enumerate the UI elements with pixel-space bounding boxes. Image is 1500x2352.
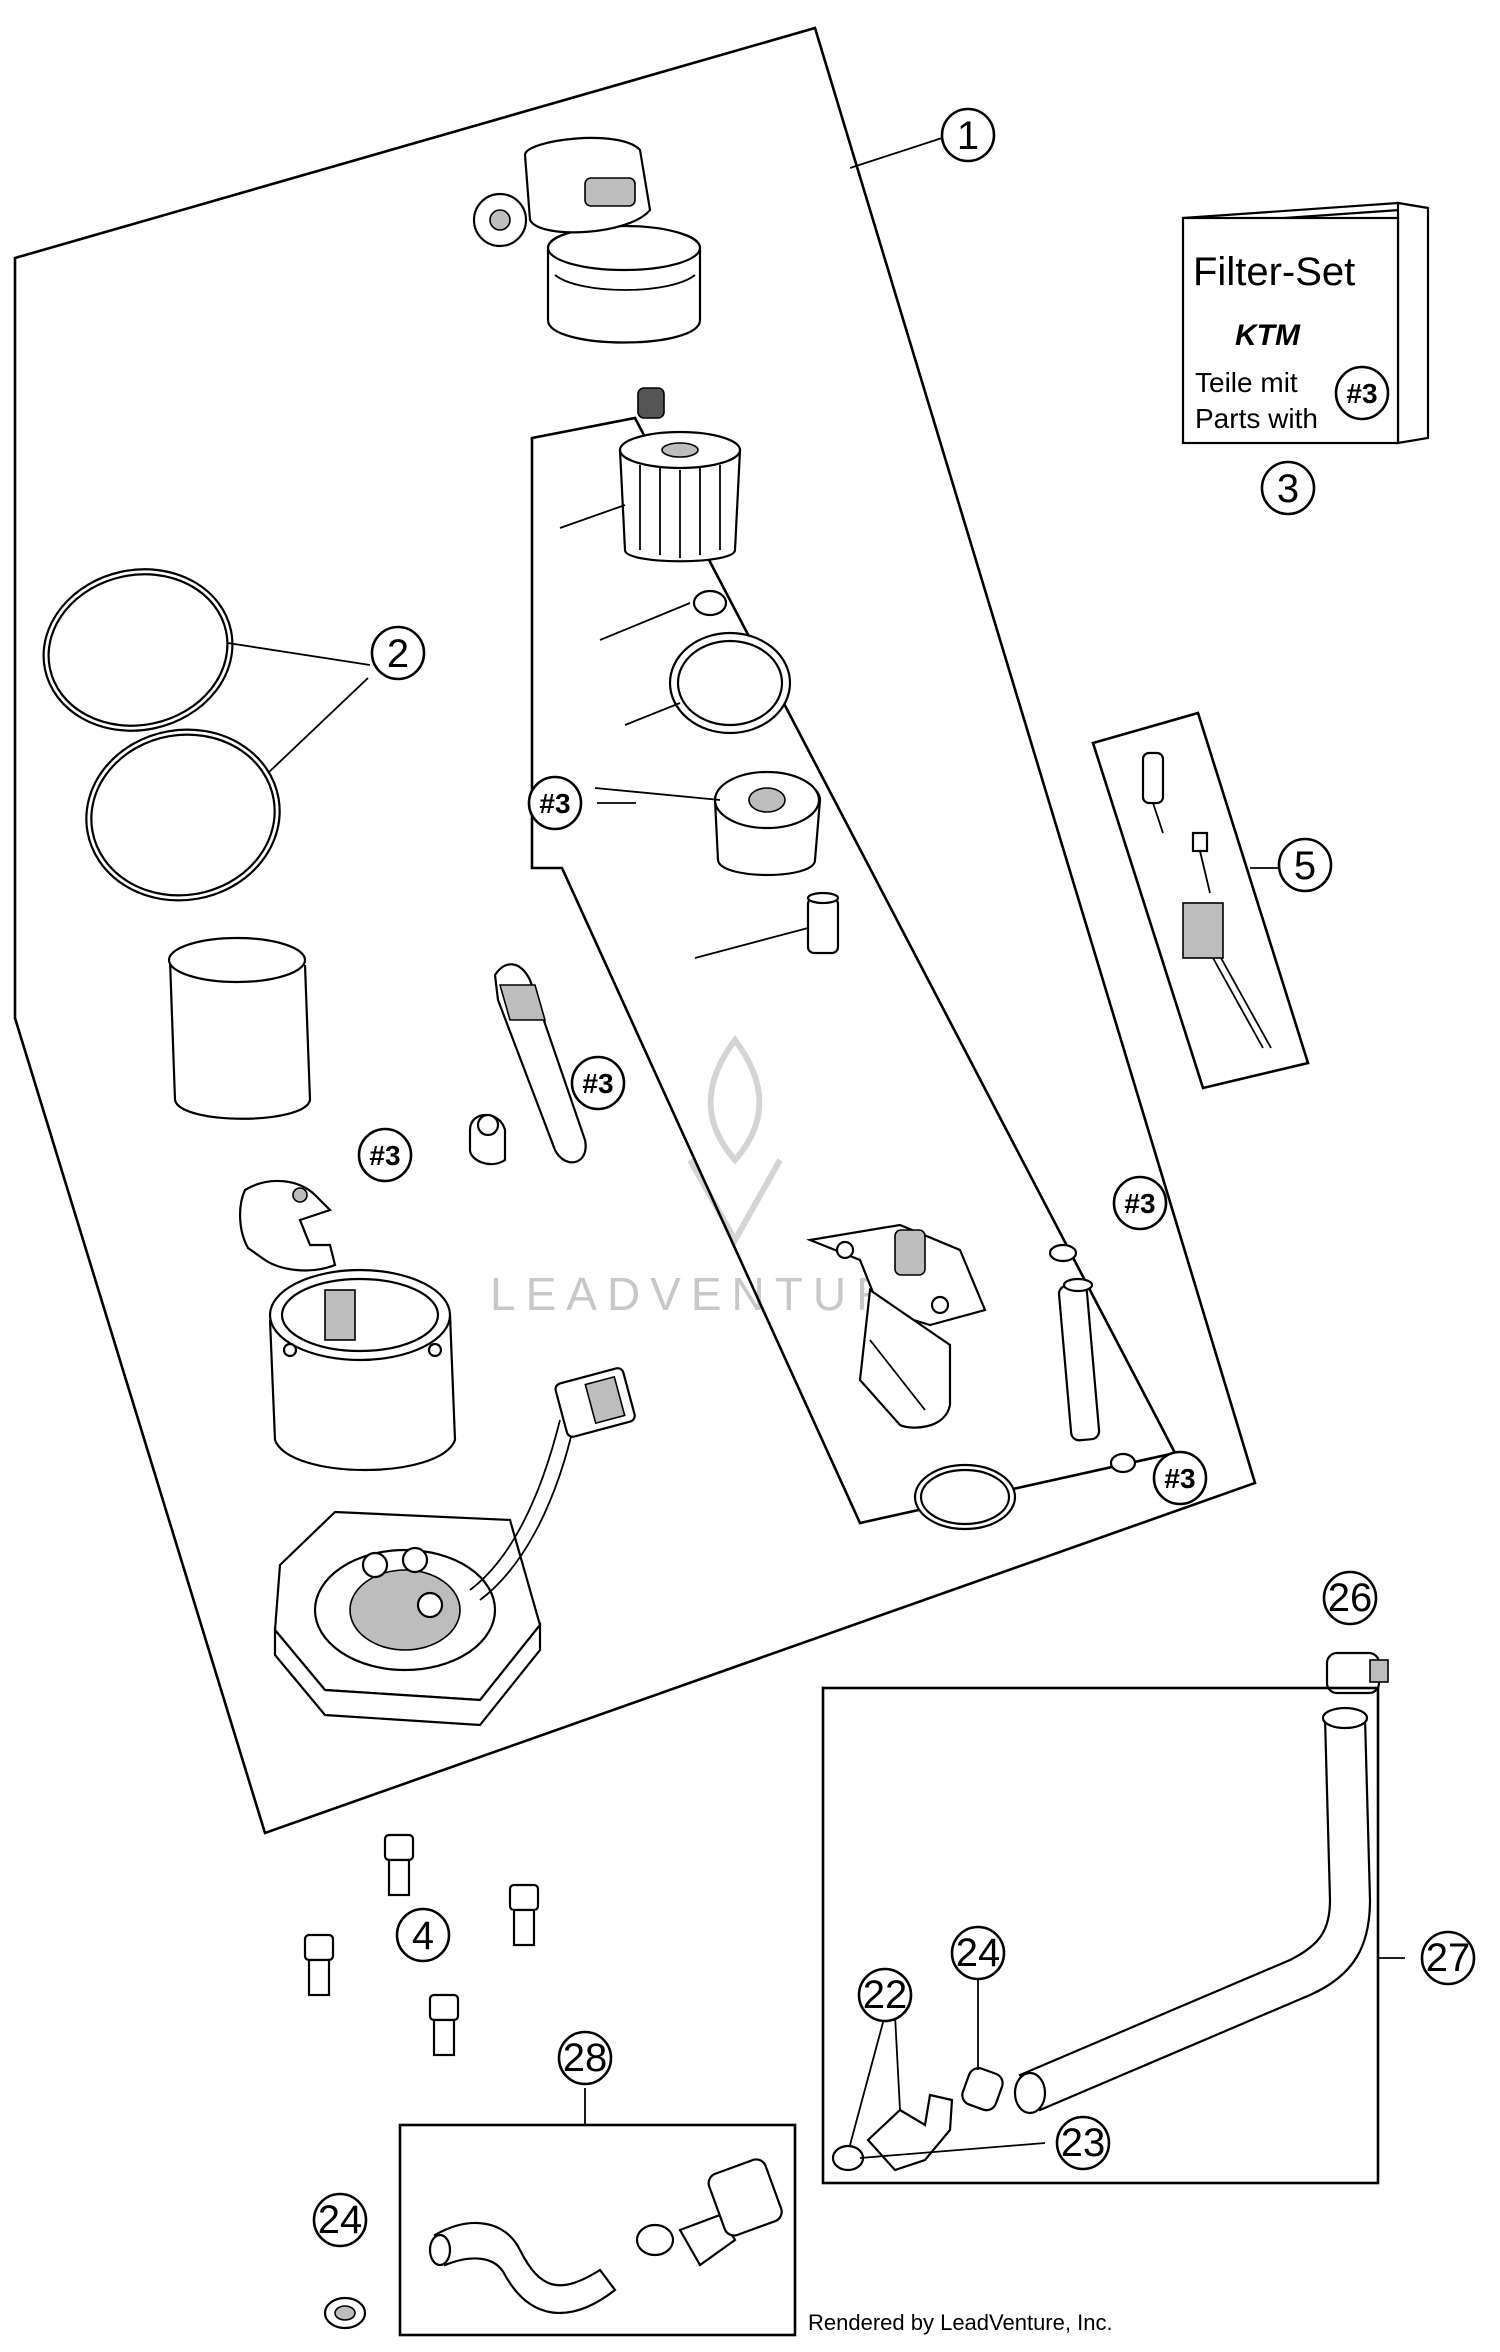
svg-text:22: 22 (863, 1973, 908, 2017)
ktm-logo: KTM (1235, 319, 1301, 352)
callout-4: 4 (395, 1907, 451, 1963)
ref-3-a: #3 (527, 775, 583, 831)
hose-box-27 (821, 1686, 1405, 2185)
filter-parts (618, 387, 840, 955)
pump-motor (805, 1223, 987, 1429)
filter-set-line1: Teile mit (1195, 367, 1298, 398)
filter-leaders (531, 417, 809, 959)
callout-24-upper: 24 (950, 1925, 1006, 1981)
svg-text:#3: #3 (1124, 1188, 1155, 1219)
svg-text:#3: #3 (539, 788, 570, 819)
svg-text:26: 26 (1328, 1576, 1373, 1620)
filter-set-badge: #3 (1346, 378, 1377, 409)
svg-text:24: 24 (318, 2198, 363, 2242)
render-credit: Rendered by LeadVenture, Inc. (808, 2310, 1113, 2335)
callout-26: 26 (1322, 1570, 1378, 1626)
watermark: LEADVENTURE (490, 1034, 940, 1320)
svg-text:28: 28 (563, 2036, 608, 2080)
bolts-4 (303, 1833, 540, 2057)
hose-box-28 (398, 2088, 797, 2337)
pump-top-housing (472, 136, 702, 344)
svg-text:#3: #3 (1164, 1463, 1195, 1494)
svg-text:4: 4 (412, 1914, 434, 1958)
filter-set-line2: Parts with (1195, 403, 1318, 434)
callout-1: 1 (940, 107, 996, 163)
callout-22: 22 (857, 1967, 913, 2023)
clamp-26 (1325, 1651, 1389, 1695)
ref-3-b: #3 (570, 1055, 626, 1111)
pipe-with-rings (1048, 1243, 1137, 1474)
svg-text:27: 27 (1426, 1936, 1471, 1980)
callout-24-lower: 24 (312, 2192, 368, 2248)
svg-text:24: 24 (956, 1931, 1001, 1975)
motor-o-ring-inner (919, 1468, 1011, 1526)
svg-text:2: 2 (387, 632, 409, 676)
filter-set-box: Filter-Set KTM Teile mit Parts with #3 (1181, 201, 1430, 445)
watermark-text: LEADVENTURE (490, 1268, 940, 1320)
svg-text:1: 1 (957, 114, 979, 158)
filter-sleeve (167, 936, 312, 1120)
svg-text:3: 3 (1277, 467, 1299, 511)
callout-leaders (597, 137, 1280, 869)
callout-23: 23 (1055, 2115, 1111, 2171)
ref-3-c: #3 (357, 1127, 413, 1183)
ref-3-e: #3 (1152, 1450, 1208, 1506)
svg-text:5: 5 (1294, 844, 1316, 888)
svg-text:#3: #3 (582, 1068, 613, 1099)
svg-text:#3: #3 (369, 1140, 400, 1171)
pump-cylinder (268, 1268, 457, 1472)
callout-2: 2 (370, 625, 426, 681)
callout-5: 5 (1277, 837, 1333, 893)
sensor-box-5 (1091, 711, 1310, 1090)
ref-3-d: #3 (1112, 1175, 1168, 1231)
callout-28: 28 (557, 2030, 613, 2086)
filter-set-title: Filter-Set (1193, 250, 1355, 294)
o-rings-2 (42, 568, 371, 902)
clamp-24-lower (323, 2296, 367, 2330)
pump-flange (273, 1367, 636, 1727)
callout-27: 27 (1420, 1930, 1476, 1986)
svg-text:23: 23 (1061, 2121, 1106, 2165)
strainer (468, 963, 587, 1166)
clip (239, 1179, 337, 1272)
callout-3: 3 (1260, 460, 1316, 516)
assembly-outline-1 (13, 26, 1257, 1835)
